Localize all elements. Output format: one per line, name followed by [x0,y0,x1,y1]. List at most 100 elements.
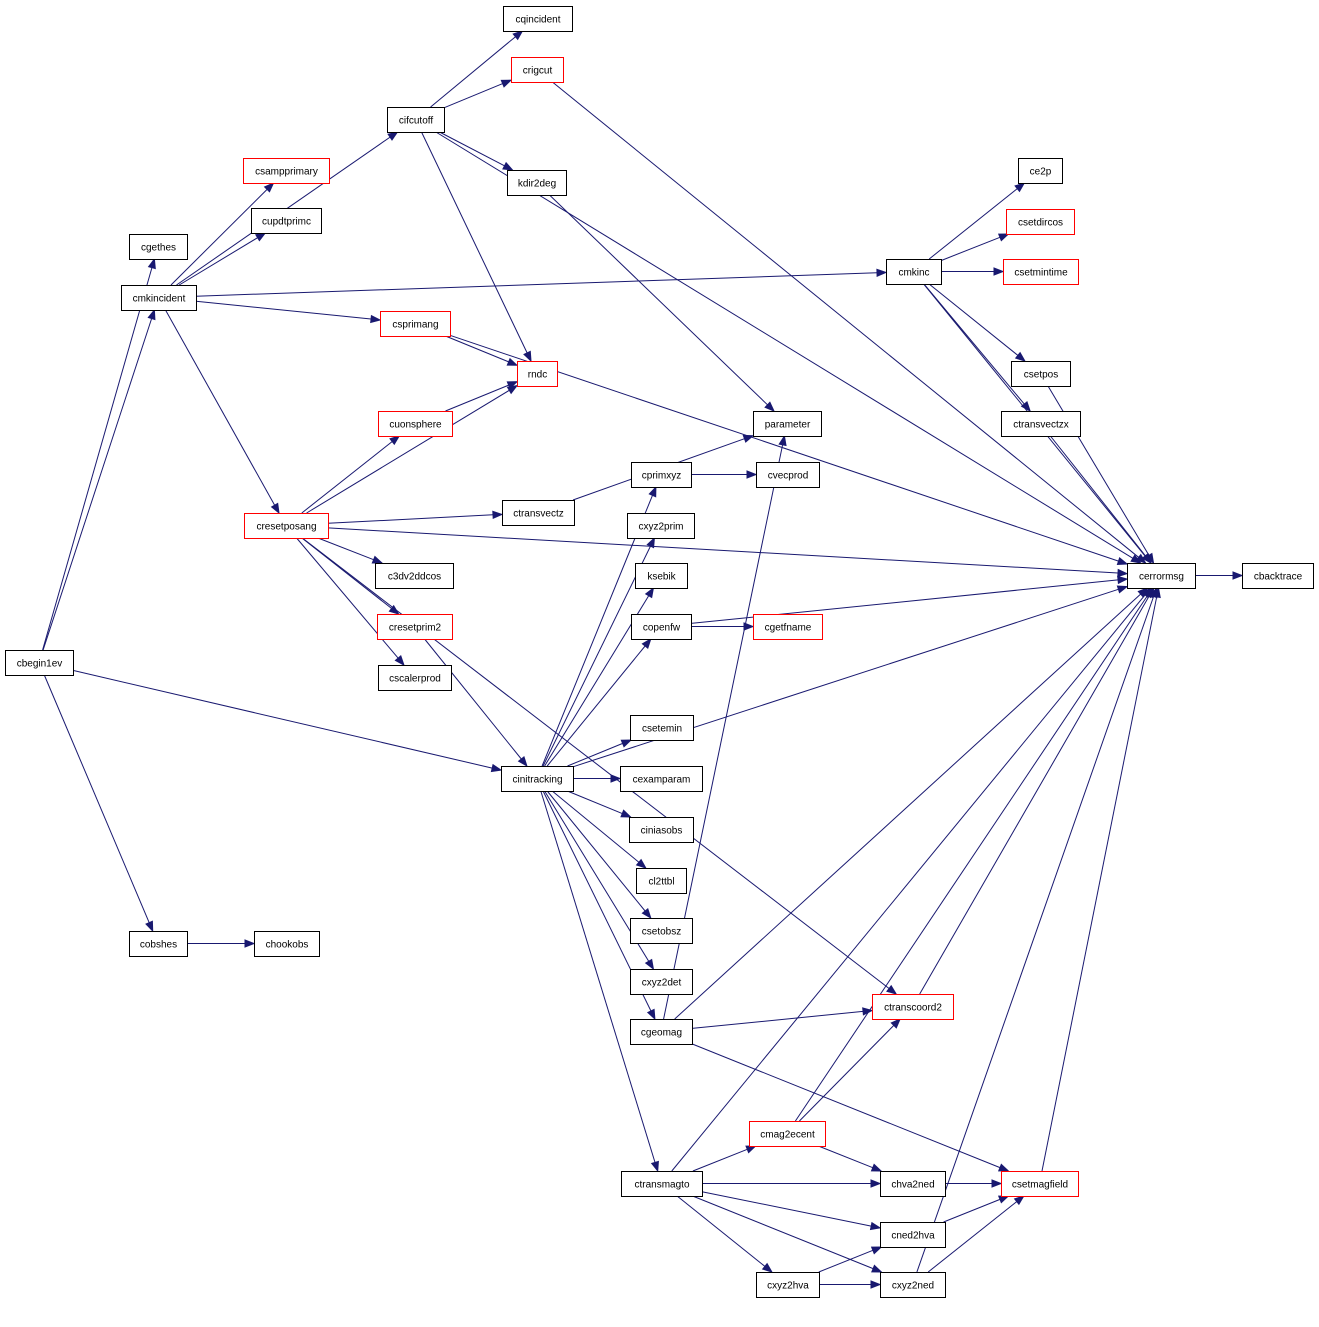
node-box[interactable] [121,285,197,311]
node-label[interactable]: csetmintime [1014,268,1068,279]
node-rndc[interactable]: rndc [517,361,558,387]
node-label[interactable]: ctranscoord2 [884,1003,942,1014]
node-box[interactable] [375,563,454,589]
node-chookobs[interactable]: chookobs [254,931,320,957]
node-box[interactable] [630,918,693,944]
node-box[interactable] [756,462,820,488]
node-box[interactable] [378,665,452,691]
node-csetmintime[interactable]: csetmintime [1003,259,1079,285]
node-label[interactable]: cobshes [140,940,177,951]
node-cinitracking[interactable]: cinitracking [501,766,574,792]
node-box[interactable] [243,158,330,184]
node-box[interactable] [636,868,687,894]
node-box[interactable] [635,563,688,589]
node-label[interactable]: cupdtprimc [262,217,311,228]
node-box[interactable] [753,411,822,437]
node-box[interactable] [631,462,692,488]
node-label[interactable]: cscalerprod [389,674,441,685]
node-label[interactable]: csetemin [642,724,682,735]
node-cxyz2prim[interactable]: cxyz2prim [627,513,695,539]
node-label[interactable]: crigcut [523,66,553,77]
node-box[interactable] [630,969,693,995]
node-cgethes[interactable]: cgethes [129,234,188,260]
node-box[interactable] [630,715,694,741]
node-csetdircos[interactable]: csetdircos [1006,209,1075,235]
node-label[interactable]: copenfw [643,623,681,634]
node-box[interactable] [886,259,942,285]
node-label[interactable]: cgetfname [765,623,812,634]
node-cl2ttbl[interactable]: cl2ttbl [636,868,687,894]
node-label[interactable]: csprimang [392,320,438,331]
node-cbegin1ev[interactable]: cbegin1ev [5,650,74,676]
node-box[interactable] [749,1121,826,1147]
node-label[interactable]: csetdircos [1018,218,1063,229]
node-box[interactable] [880,1272,946,1298]
node-box[interactable] [254,931,320,957]
node-box[interactable] [1127,563,1196,589]
node-box[interactable] [503,6,573,32]
node-cxyz2hva[interactable]: cxyz2hva [756,1272,820,1298]
node-label[interactable]: cinitracking [512,775,562,786]
node-cupdtprimc[interactable]: cupdtprimc [251,208,322,234]
node-ksebik[interactable]: ksebik [635,563,688,589]
node-box[interactable] [129,931,188,957]
node-label[interactable]: cxyz2det [642,978,682,989]
node-cned2hva[interactable]: cned2hva [880,1222,946,1248]
node-label[interactable]: cxyz2hva [767,1281,809,1292]
node-label[interactable]: chookobs [266,940,309,951]
node-box[interactable] [1242,563,1314,589]
node-box[interactable] [627,513,695,539]
node-label[interactable]: cifcutoff [399,116,433,127]
node-label[interactable]: cresetposang [256,522,316,533]
node-label[interactable]: csetmagfield [1012,1180,1068,1191]
node-label[interactable]: c3dv2ddcos [388,572,441,583]
node-csprimang[interactable]: csprimang [380,311,451,337]
node-box[interactable] [880,1222,946,1248]
node-cqincident[interactable]: cqincident [503,6,573,32]
node-box[interactable] [377,614,453,640]
node-label[interactable]: parameter [765,420,811,431]
node-box[interactable] [629,817,694,843]
node-cresetprim2[interactable]: cresetprim2 [377,614,453,640]
node-ce2p[interactable]: ce2p [1018,158,1063,184]
node-box[interactable] [1001,411,1081,437]
node-kdir2deg[interactable]: kdir2deg [507,170,567,196]
node-label[interactable]: cbacktrace [1254,572,1303,583]
node-box[interactable] [1006,209,1075,235]
node-box[interactable] [387,107,445,133]
node-box[interactable] [631,614,692,640]
node-label[interactable]: cqincident [515,15,560,26]
node-ctranscoord2[interactable]: ctranscoord2 [872,994,954,1020]
node-box[interactable] [880,1171,946,1197]
node-box[interactable] [621,1171,703,1197]
node-chva2ned[interactable]: chva2ned [880,1171,946,1197]
node-box[interactable] [756,1272,820,1298]
node-label[interactable]: kdir2deg [518,179,556,190]
node-box[interactable] [1018,158,1063,184]
node-cexamparam[interactable]: cexamparam [620,766,703,792]
node-label[interactable]: cmag2ecent [760,1130,815,1141]
node-box[interactable] [517,361,558,387]
node-label[interactable]: cxyz2prim [638,522,683,533]
node-parameter[interactable]: parameter [753,411,822,437]
node-cresetposang[interactable]: cresetposang [244,513,329,539]
node-label[interactable]: cned2hva [891,1231,935,1242]
node-cobshes[interactable]: cobshes [129,931,188,957]
node-c3dv2ddcos[interactable]: c3dv2ddcos [375,563,454,589]
node-box[interactable] [380,311,451,337]
node-label[interactable]: cxyz2ned [892,1281,934,1292]
node-label[interactable]: cgethes [141,243,176,254]
node-label[interactable]: cuonsphere [389,420,442,431]
node-cuonsphere[interactable]: cuonsphere [378,411,453,437]
node-label[interactable]: chva2ned [891,1180,934,1191]
node-cgeomag[interactable]: cgeomag [630,1019,693,1045]
node-label[interactable]: rndc [528,370,547,381]
node-cscalerprod[interactable]: cscalerprod [378,665,452,691]
node-label[interactable]: cmkinc [898,268,929,279]
node-cxyz2det[interactable]: cxyz2det [630,969,693,995]
node-box[interactable] [502,500,575,526]
node-cmkincident[interactable]: cmkincident [121,285,197,311]
node-copenfw[interactable]: copenfw [631,614,692,640]
node-ctransmagto[interactable]: ctransmagto [621,1171,703,1197]
node-box[interactable] [630,1019,693,1045]
